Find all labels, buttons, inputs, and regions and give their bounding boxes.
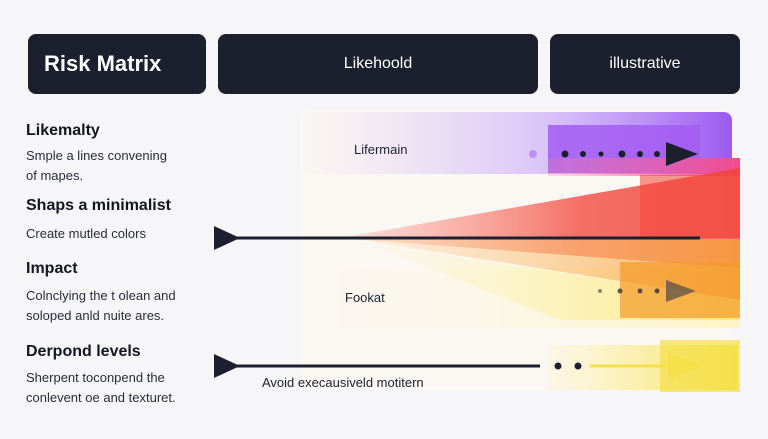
row-title-impact: Impact — [26, 260, 78, 277]
arrow-head-right-icon — [668, 353, 704, 379]
row-title-derpond: Derpond levels — [26, 343, 141, 360]
row-desc-line1: Sherpent toconpend the — [26, 370, 165, 385]
page-title: Risk Matrix — [44, 51, 162, 76]
dot — [580, 151, 586, 157]
row-title-likemalty: Likemalty — [26, 122, 100, 139]
row-desc-line1: Colnclying the t olean and — [26, 288, 176, 303]
row-desc-line1: Smple a lines convening — [26, 148, 167, 163]
bottom-line-label: Avoid execausiveld motitern — [262, 375, 424, 390]
middle-arrow — [214, 226, 700, 250]
dot — [617, 288, 623, 294]
arrow-head-right-icon — [666, 142, 698, 166]
illustrative-header-label: illustrative — [609, 55, 681, 72]
top-dotted-arrow — [529, 142, 698, 166]
arrow-head-left-icon — [214, 226, 240, 250]
row-desc-line2: of mapes. — [26, 168, 84, 183]
row-desc-line2: conlevent oe and texturet. — [26, 390, 176, 405]
likelihood-header-label: Likehoold — [343, 55, 413, 72]
dot — [529, 150, 537, 158]
dot — [554, 362, 562, 370]
dot — [654, 151, 660, 157]
top-band-label: Lifermain — [354, 142, 408, 157]
red-block — [640, 175, 740, 239]
arrow-head-right-icon — [666, 280, 696, 302]
dot — [598, 289, 602, 293]
dot — [574, 362, 582, 370]
row-title-shaps: Shaps a minimalist — [26, 197, 171, 214]
pink-strip — [548, 158, 740, 176]
title-box: Risk Matrix — [28, 34, 206, 94]
middle-dotted-arrow — [598, 280, 696, 302]
bottom-arrow — [214, 353, 704, 379]
dot — [637, 288, 643, 294]
arrow-head-left-icon — [214, 354, 240, 378]
middle-band-label: Fookat — [345, 290, 385, 305]
row-desc-line1: Create mutled colors — [26, 226, 146, 241]
row-desc-line2: soloped anld nuite ares. — [26, 308, 165, 323]
dot — [654, 288, 660, 294]
dot — [637, 151, 643, 157]
illustrative-header-box: illustrative — [550, 34, 740, 94]
likelihood-header-box: Likehoold — [218, 34, 538, 94]
dot — [618, 150, 626, 158]
dot — [598, 151, 604, 157]
dot — [561, 150, 569, 158]
